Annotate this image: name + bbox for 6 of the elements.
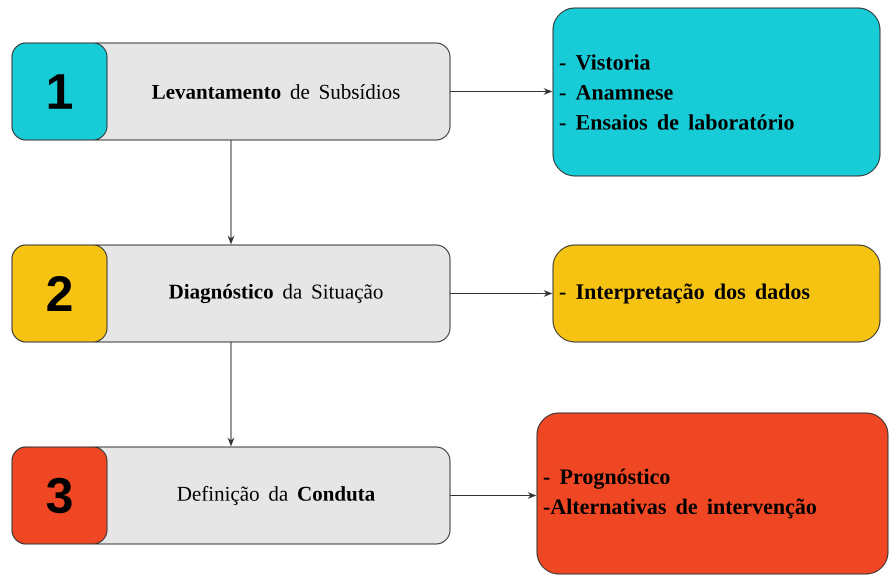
- detail-box: - Prognóstico -Alternativas de intervenção: [536, 412, 888, 574]
- detail-box: - Vistoria - Anamnese - Ensaios de laboratório: [552, 8, 880, 176]
- number-badge: 3: [12, 446, 108, 544]
- number-badge: 1: [12, 42, 108, 140]
- number-badge: 2: [12, 244, 108, 342]
- detail-box: - Interpretação dos dados: [552, 244, 880, 342]
